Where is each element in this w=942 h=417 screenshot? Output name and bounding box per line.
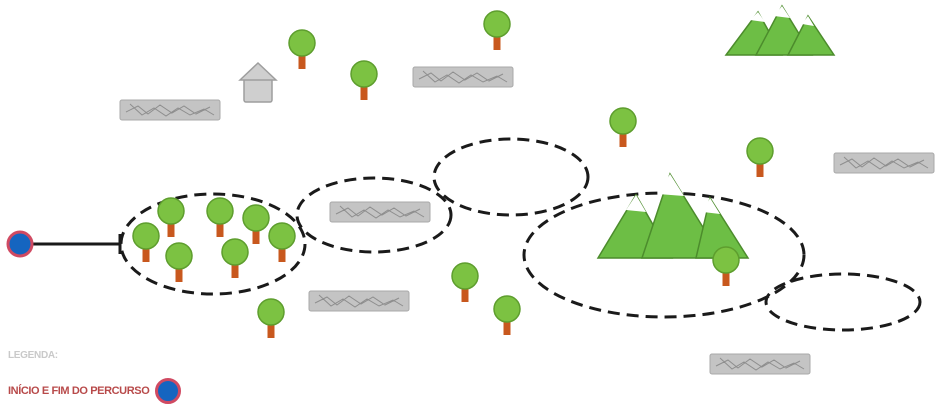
legend-title: LEGENDA: <box>8 350 58 361</box>
tree-icon <box>165 242 193 283</box>
route-loop-1 <box>119 192 307 296</box>
tree-icon <box>712 246 740 287</box>
tree-icon <box>257 298 285 339</box>
route-loop-3 <box>432 137 590 217</box>
tree-icon <box>206 197 234 238</box>
tree-icon <box>157 197 185 238</box>
rock-slab-icon <box>412 66 514 88</box>
tree-icon <box>451 262 479 303</box>
rock-slab-icon <box>709 353 811 375</box>
route-loop-5 <box>764 272 922 332</box>
house-icon <box>238 61 278 103</box>
tree-icon <box>132 222 160 263</box>
mountain-icon <box>724 4 836 56</box>
tree-icon <box>288 29 316 70</box>
start-point-legend-icon <box>155 378 182 404</box>
rock-slab-icon <box>308 290 410 312</box>
rock-slab-icon <box>119 99 221 121</box>
tree-icon <box>609 107 637 148</box>
tree-icon <box>221 238 249 279</box>
tree-icon <box>483 10 511 51</box>
mountain-icon <box>596 172 750 259</box>
legend-start-end-label: INÍCIO E FIM DO PERCURSO <box>8 385 150 397</box>
tree-icon <box>242 204 270 245</box>
tree-icon <box>493 295 521 336</box>
rock-slab-icon <box>329 201 431 223</box>
rock-slab-icon <box>833 152 935 174</box>
tree-icon <box>268 222 296 263</box>
route-loop-4 <box>522 191 806 319</box>
legend-start-end: INÍCIO E FIM DO PERCURSO <box>8 378 182 404</box>
tree-icon <box>746 137 774 178</box>
route-loop-2 <box>295 176 453 254</box>
tree-icon <box>350 60 378 101</box>
start-point-icon[interactable] <box>6 230 34 258</box>
